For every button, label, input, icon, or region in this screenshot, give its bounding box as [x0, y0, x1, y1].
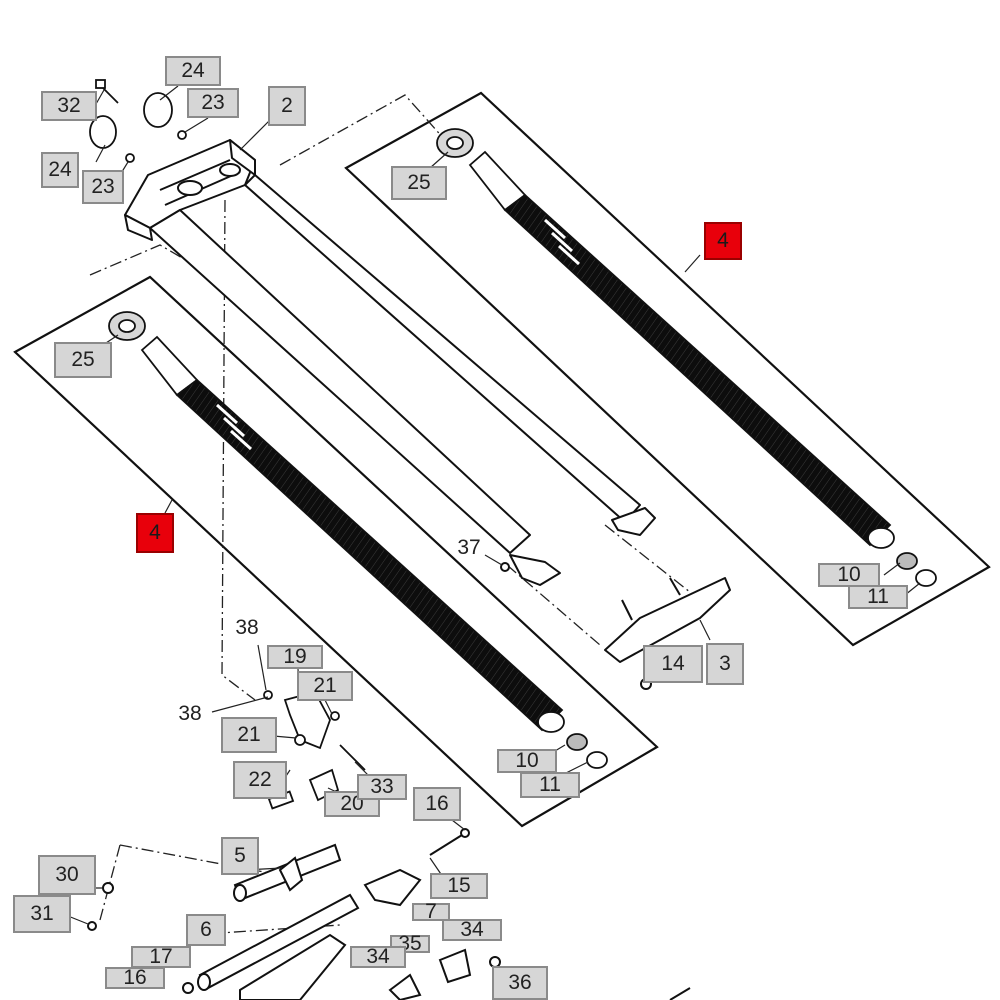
- kit-frame-left: [13, 275, 659, 828]
- cylinder-left: [108, 311, 608, 769]
- callout-34-right: 34: [442, 919, 502, 941]
- callout-30: 30: [38, 855, 96, 895]
- callout-24-top: 24: [165, 56, 221, 86]
- callout-4-right-highlight[interactable]: 4: [704, 222, 742, 260]
- callout-25-left: 25: [54, 342, 112, 378]
- callout-21-left: 21: [221, 717, 277, 753]
- callout-23-top: 23: [187, 88, 239, 118]
- callout-6: 6: [186, 914, 226, 946]
- callout-7: 7: [412, 901, 450, 922]
- callout-15: 15: [430, 873, 488, 899]
- callout-25-right: 25: [391, 166, 447, 200]
- callout-32: 32: [41, 91, 97, 121]
- lower-shafts: [87, 828, 691, 1000]
- callout-5: 5: [221, 837, 259, 875]
- callout-22: 22: [233, 761, 287, 799]
- callout-37: 37: [457, 536, 481, 559]
- callout-21-top: 21: [297, 671, 353, 701]
- callout-19: 19: [267, 645, 323, 669]
- callout-2: 2: [268, 86, 306, 126]
- kit-frame-right: [344, 91, 991, 647]
- callout-11-left: 11: [520, 772, 580, 798]
- callout-14: 14: [643, 645, 703, 683]
- callout-11-right: 11: [848, 585, 908, 609]
- callout-36: 36: [492, 966, 548, 1000]
- callout-17: 17: [131, 946, 191, 968]
- callout-16-right: 16: [413, 787, 461, 821]
- callout-10-left: 10: [497, 749, 557, 773]
- hardware-top: [89, 79, 187, 163]
- callout-24-left: 24: [41, 152, 79, 188]
- callout-10-right: 10: [818, 563, 880, 587]
- callout-34-left: 34: [350, 946, 406, 968]
- callout-31: 31: [13, 895, 71, 933]
- callout-3: 3: [706, 643, 744, 685]
- frame-part-2: [124, 139, 656, 586]
- callout-23-left: 23: [82, 170, 124, 204]
- callout-38-left: 38: [178, 702, 202, 725]
- callout-33: 33: [357, 774, 407, 800]
- callout-4-left-highlight[interactable]: 4: [136, 513, 174, 553]
- callout-16-bottom: 16: [105, 967, 165, 989]
- cylinder-right: [436, 128, 937, 587]
- callout-38-top: 38: [235, 616, 259, 639]
